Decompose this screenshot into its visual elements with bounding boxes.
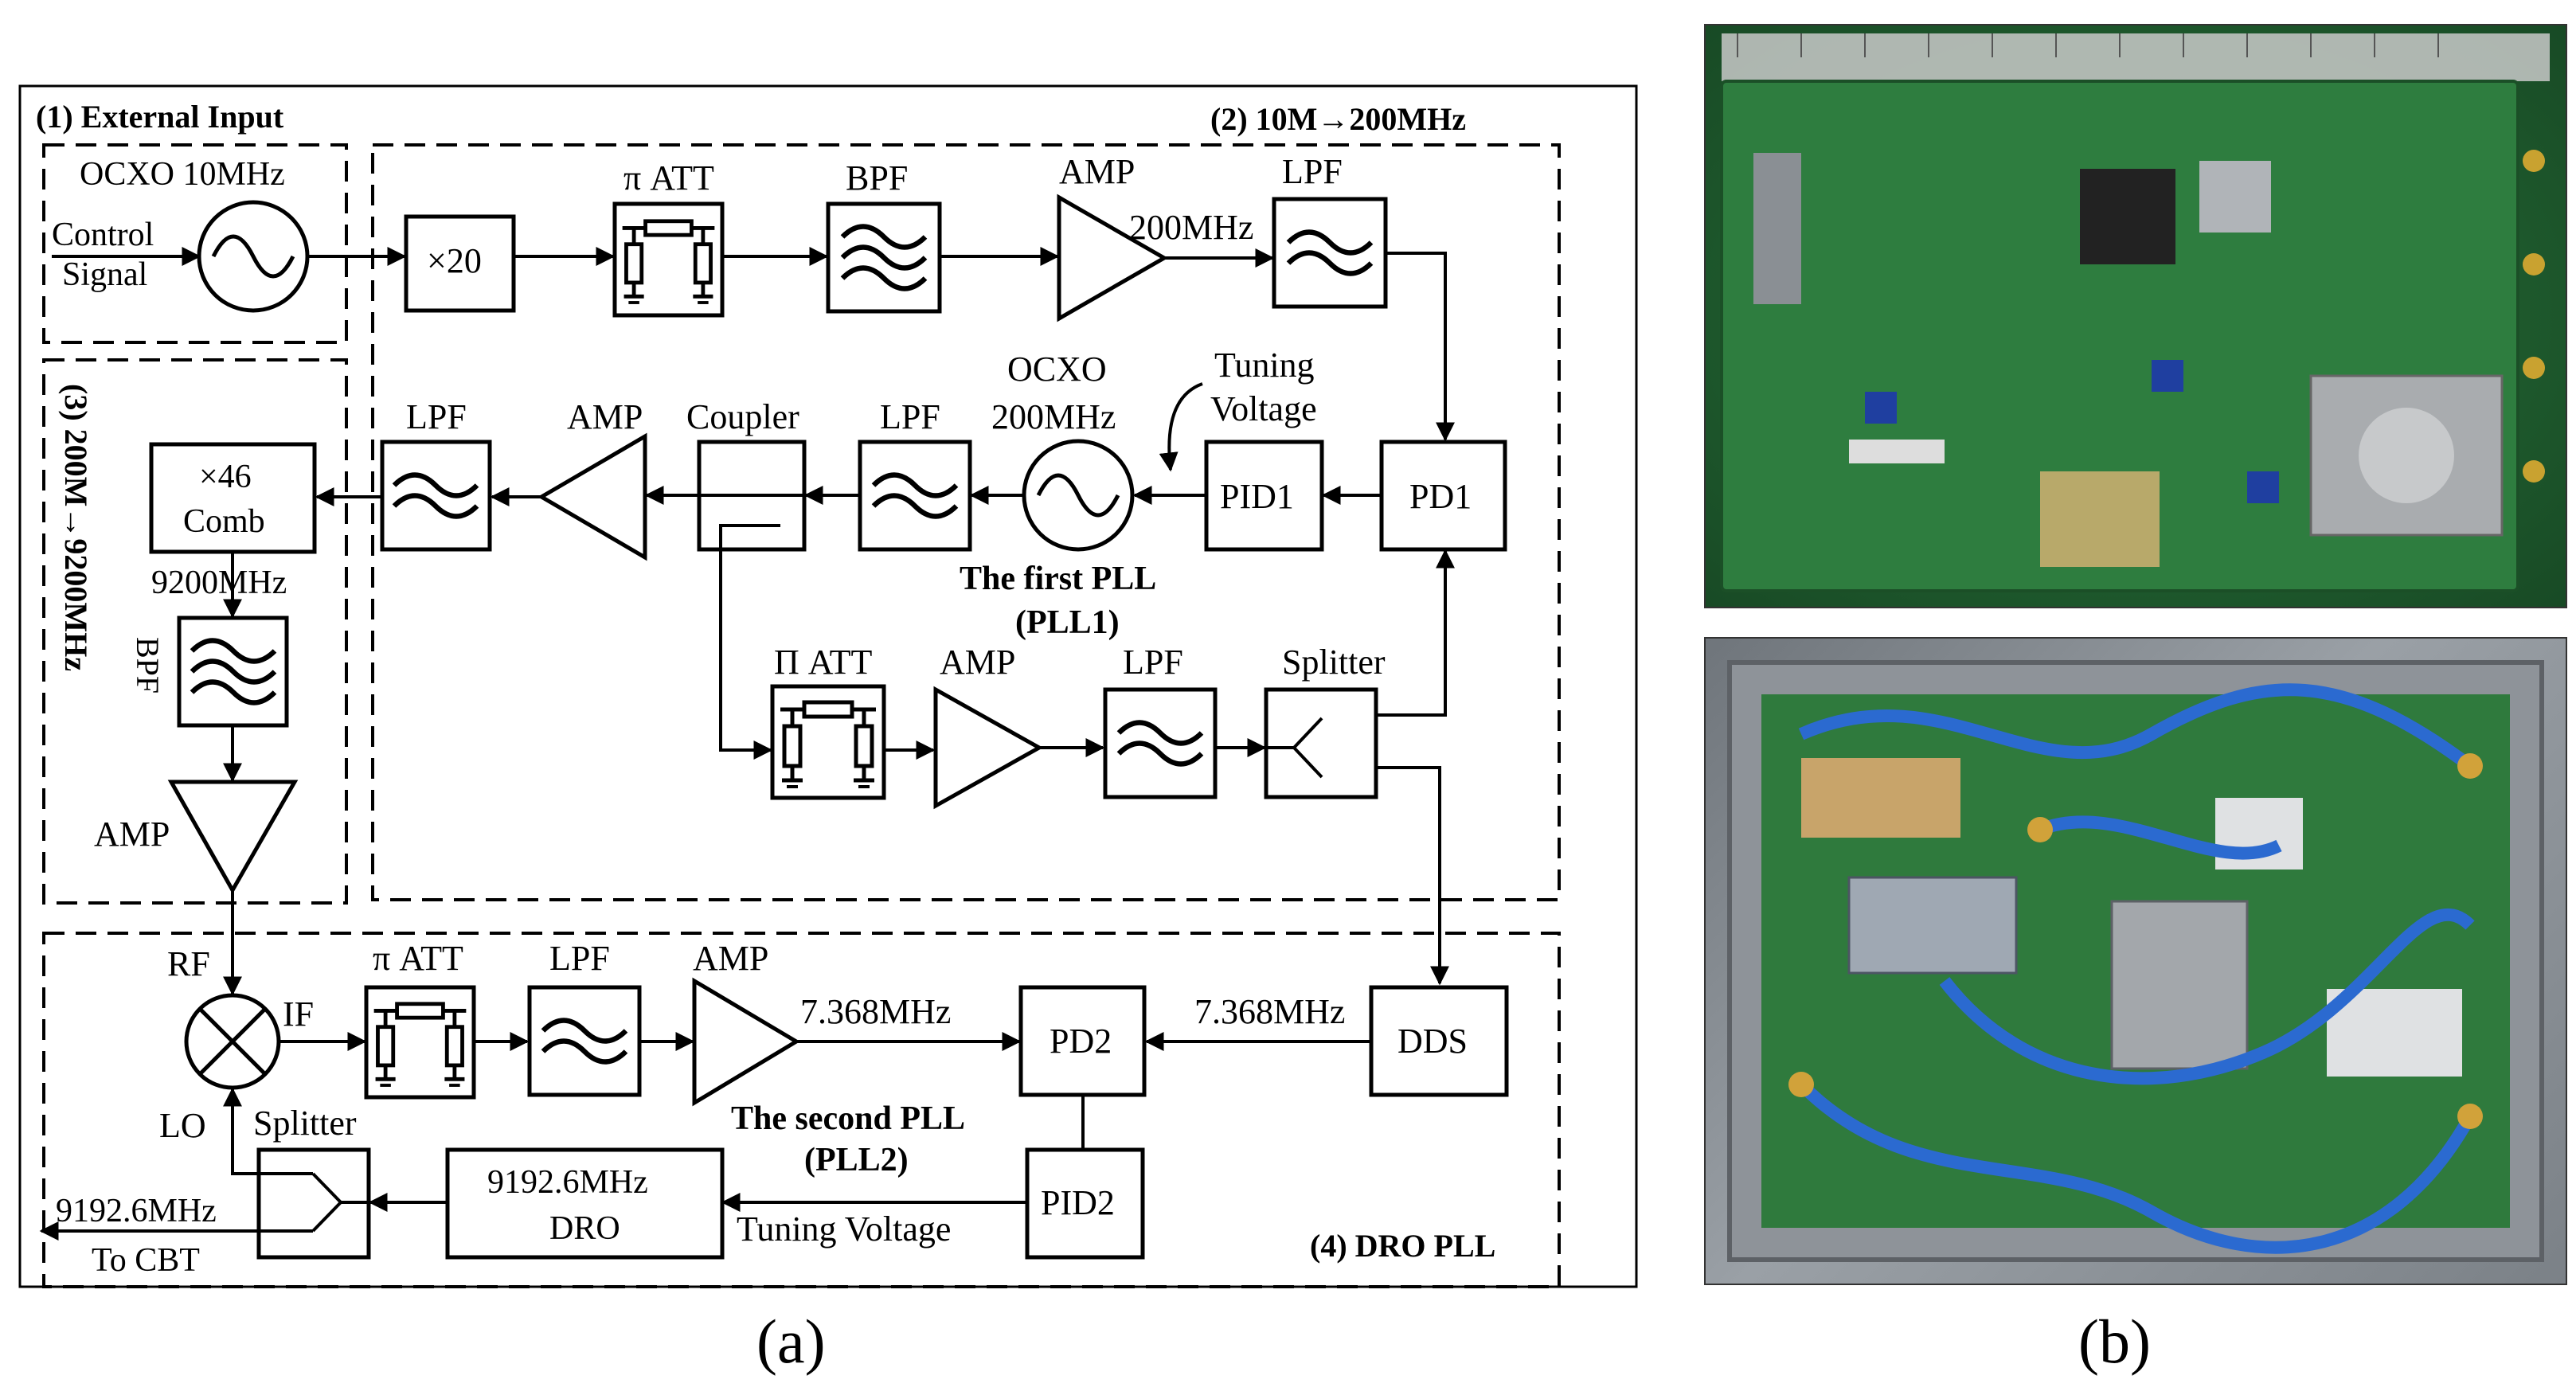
- pid2-label: PID2: [1041, 1183, 1115, 1222]
- freq-7368-right-label: 7.368MHz: [1194, 992, 1345, 1031]
- section-1-box: [42, 143, 348, 344]
- lpf-mid1: [380, 440, 492, 552]
- pcb-photo: [1704, 24, 2567, 608]
- control-signal-label-1: Control: [52, 217, 154, 253]
- wire-splitter-to-lo: [223, 1087, 313, 1175]
- lpf-top-label: LPF: [1282, 152, 1343, 191]
- mixer-icon: [198, 1007, 267, 1076]
- amp-low: [933, 686, 1044, 810]
- multiplier-x20-label: ×20: [427, 241, 482, 280]
- tuning-voltage-arrow: [1159, 382, 1203, 472]
- ocxo-200-label-1: OCXO: [1007, 350, 1107, 389]
- sine-icon: [211, 234, 295, 279]
- if-label: IF: [283, 995, 314, 1034]
- splitter-mid-label: Splitter: [1282, 643, 1386, 682]
- splitter-icon: [1266, 717, 1323, 779]
- lpf-bot-label: LPF: [549, 939, 610, 978]
- multiplier-x46-label: ×46: [199, 459, 252, 495]
- first-pll-label-1: The first PLL: [960, 561, 1156, 597]
- amp-mid: [537, 432, 647, 561]
- amp-top: [1057, 193, 1169, 322]
- amp-bot-label: AMP: [693, 939, 768, 978]
- tuning-voltage-bot-label: Tuning Voltage: [737, 1209, 951, 1249]
- section-3-box: [42, 358, 348, 905]
- pid1-label: PID1: [1220, 477, 1294, 516]
- ocxo-10mhz-label: OCXO 10MHz: [80, 156, 285, 193]
- lpf-mid2: [858, 440, 972, 552]
- bpf-top-label: BPF: [846, 158, 908, 197]
- section-4-title: (4) DRO PLL: [1310, 1228, 1495, 1264]
- tuning-voltage-label-2: Voltage: [1210, 389, 1317, 428]
- caption-a: (a): [756, 1307, 826, 1376]
- coupler-label: Coupler: [686, 397, 799, 436]
- wire-coupler-to-big-att: [719, 549, 773, 760]
- dro: [445, 1147, 725, 1260]
- section-1-title: (1) External Input: [36, 99, 284, 135]
- lpf-low: [1103, 687, 1218, 799]
- amp-side-label: AMP: [94, 815, 170, 854]
- block-diagram: (1) External Input (2) 10M→200MHz (3) 20…: [18, 84, 1638, 1288]
- pd2-label: PD2: [1050, 1022, 1112, 1061]
- section-4-box: [42, 932, 1561, 1288]
- second-pll-label-2: (PLL2): [804, 1142, 909, 1178]
- rf-label: RF: [167, 944, 210, 983]
- pi-att-top-label: π ATT: [623, 158, 714, 197]
- splitter-mid: [1264, 687, 1378, 799]
- lpf-low-label: LPF: [1123, 643, 1183, 682]
- to-cbt-label: To CBT: [92, 1242, 200, 1279]
- section-2-title: (2) 10M→200MHz: [1210, 101, 1466, 137]
- first-pll-label-2: (PLL1): [1015, 604, 1120, 641]
- dds: [1369, 985, 1509, 1097]
- output-freq-label: 9192.6MHz: [56, 1193, 217, 1229]
- bpf-side-label: BPF: [130, 637, 166, 694]
- amp-top-label: AMP: [1059, 152, 1135, 191]
- caption-b: (b): [2078, 1307, 2151, 1376]
- big-pi-att-label: Π ATT: [774, 643, 873, 682]
- lpf-top: [1272, 197, 1388, 309]
- control-signal-label-2: Signal: [62, 256, 147, 293]
- rf-module-photo: [1704, 637, 2567, 1285]
- lpf-bot: [527, 985, 642, 1097]
- pi-att-bot-label: π ATT: [373, 939, 463, 978]
- tuning-voltage-label-1: Tuning: [1214, 346, 1315, 385]
- amp-mid-label: AMP: [567, 397, 643, 436]
- amp-side: [167, 780, 299, 895]
- amp-low-label: AMP: [940, 643, 1015, 682]
- lpf-mid2-label: LPF: [880, 397, 940, 436]
- multiplier-x20: [404, 214, 516, 313]
- dro-freq-label: 9192.6MHz: [487, 1164, 648, 1201]
- comb-label: Comb: [183, 503, 265, 540]
- wire-splitter-to-pd1: [1376, 549, 1455, 717]
- freq-9200mhz-label: 9200MHz: [151, 565, 287, 601]
- amp-bot: [692, 977, 800, 1107]
- freq-7368-left-label: 7.368MHz: [800, 992, 951, 1031]
- lpf-mid1-label: LPF: [406, 397, 467, 436]
- section-2-box: [371, 143, 1561, 901]
- coupler-tap-line: [719, 524, 780, 549]
- ocxo-200-label-2: 200MHz: [991, 397, 1116, 436]
- splitter-bot-label: Splitter: [253, 1104, 357, 1143]
- section-3-title: (3) 200M→9200MHz: [58, 384, 94, 671]
- dro-label: DRO: [549, 1210, 620, 1247]
- pd1-label: PD1: [1409, 477, 1472, 516]
- splitter-icon: [311, 1172, 369, 1233]
- wire-lpf-to-pd1: [1386, 252, 1455, 442]
- second-pll-label-1: The second PLL: [731, 1100, 965, 1137]
- freq-200mhz-label: 200MHz: [1129, 208, 1253, 247]
- multiplier-x46-comb: [149, 442, 317, 554]
- sine-icon: [1036, 473, 1120, 518]
- wire-splitter-to-dds: [1376, 766, 1449, 986]
- lo-label: LO: [159, 1106, 206, 1145]
- dds-label: DDS: [1397, 1022, 1468, 1061]
